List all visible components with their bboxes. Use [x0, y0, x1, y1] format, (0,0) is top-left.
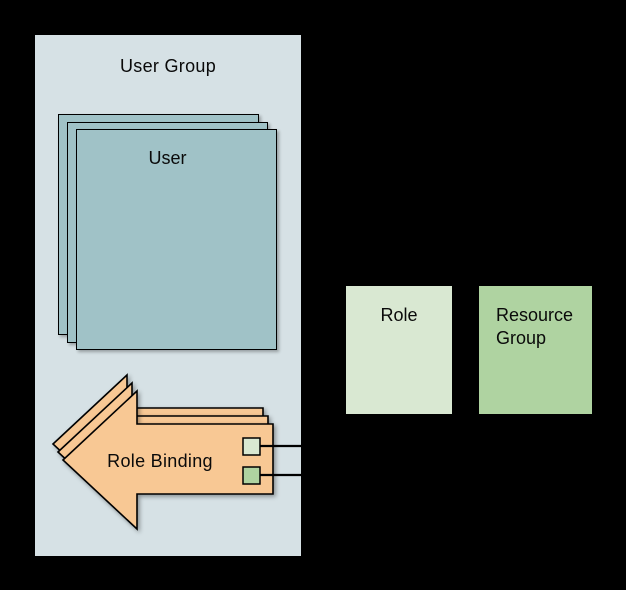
role-box: Role	[345, 285, 453, 415]
role-label: Role	[380, 305, 418, 325]
resource-group-link-square	[242, 466, 261, 485]
user-card-front	[76, 129, 277, 350]
role-binding-label: Role Binding	[107, 451, 213, 471]
role-link-square	[242, 437, 261, 456]
role-binding-arrow-front	[61, 389, 274, 531]
user-group-container: User Group User	[35, 35, 301, 556]
user-label: User	[148, 148, 187, 168]
resource-group-box: Resource Group	[478, 285, 593, 415]
resource-group-label: Resource Group	[496, 305, 574, 348]
user-group-label: User Group	[119, 56, 217, 76]
